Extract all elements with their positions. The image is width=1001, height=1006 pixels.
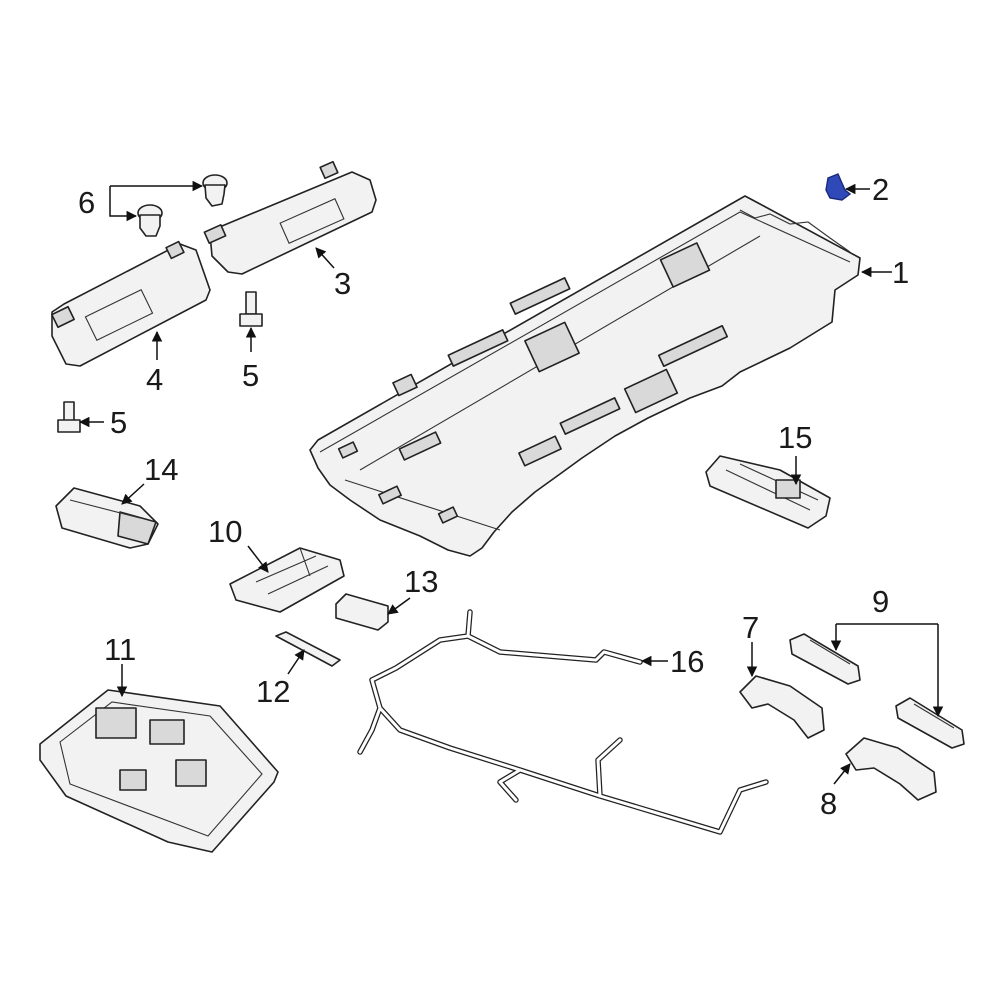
overhead-console-part[interactable] (39, 689, 279, 853)
switch-part[interactable] (705, 455, 831, 529)
callout-3: 3 (334, 266, 351, 301)
callout-labels: 1 2 3 4 5 5 6 14 10 13 12 11 15 16 7 8 9 (78, 172, 909, 821)
callout-14: 14 (144, 452, 178, 487)
callout-9: 9 (872, 584, 889, 619)
visor-holder-part[interactable] (137, 174, 228, 237)
callout-10: 10 (208, 514, 242, 549)
screw-part-upper[interactable] (239, 291, 263, 327)
callout-4: 4 (146, 362, 163, 397)
callout-5-lower: 5 (110, 405, 127, 440)
callout-8: 8 (820, 786, 837, 821)
headliner-part[interactable] (309, 195, 861, 557)
callout-5-upper: 5 (242, 358, 259, 393)
handle-bracket-part-lower[interactable] (895, 697, 965, 749)
callout-13: 13 (404, 564, 438, 599)
callout-15: 15 (778, 420, 812, 455)
callout-2: 2 (872, 172, 889, 207)
handle-bracket-part-upper[interactable] (789, 633, 861, 685)
callout-12: 12 (256, 674, 290, 709)
console-bracket-part[interactable] (229, 547, 345, 613)
grab-handle-part-rear[interactable] (845, 737, 937, 801)
clip-part-highlighted[interactable] (825, 173, 852, 201)
sun-visor-left-part[interactable] (51, 240, 211, 367)
screw-part-lower[interactable] (57, 401, 81, 433)
pad-part[interactable] (335, 593, 389, 631)
grab-handle-part-front[interactable] (739, 675, 825, 739)
callout-1: 1 (892, 255, 909, 290)
callout-16: 16 (670, 644, 704, 679)
wiring-harness-part[interactable] (357, 609, 769, 835)
callout-6: 6 (78, 185, 95, 220)
strip-part[interactable] (275, 631, 341, 667)
sun-visor-right-part[interactable] (203, 160, 377, 275)
callout-11: 11 (104, 632, 136, 667)
lamp-part[interactable] (55, 487, 159, 549)
leader-lines (78, 180, 944, 785)
callout-7: 7 (742, 610, 759, 645)
